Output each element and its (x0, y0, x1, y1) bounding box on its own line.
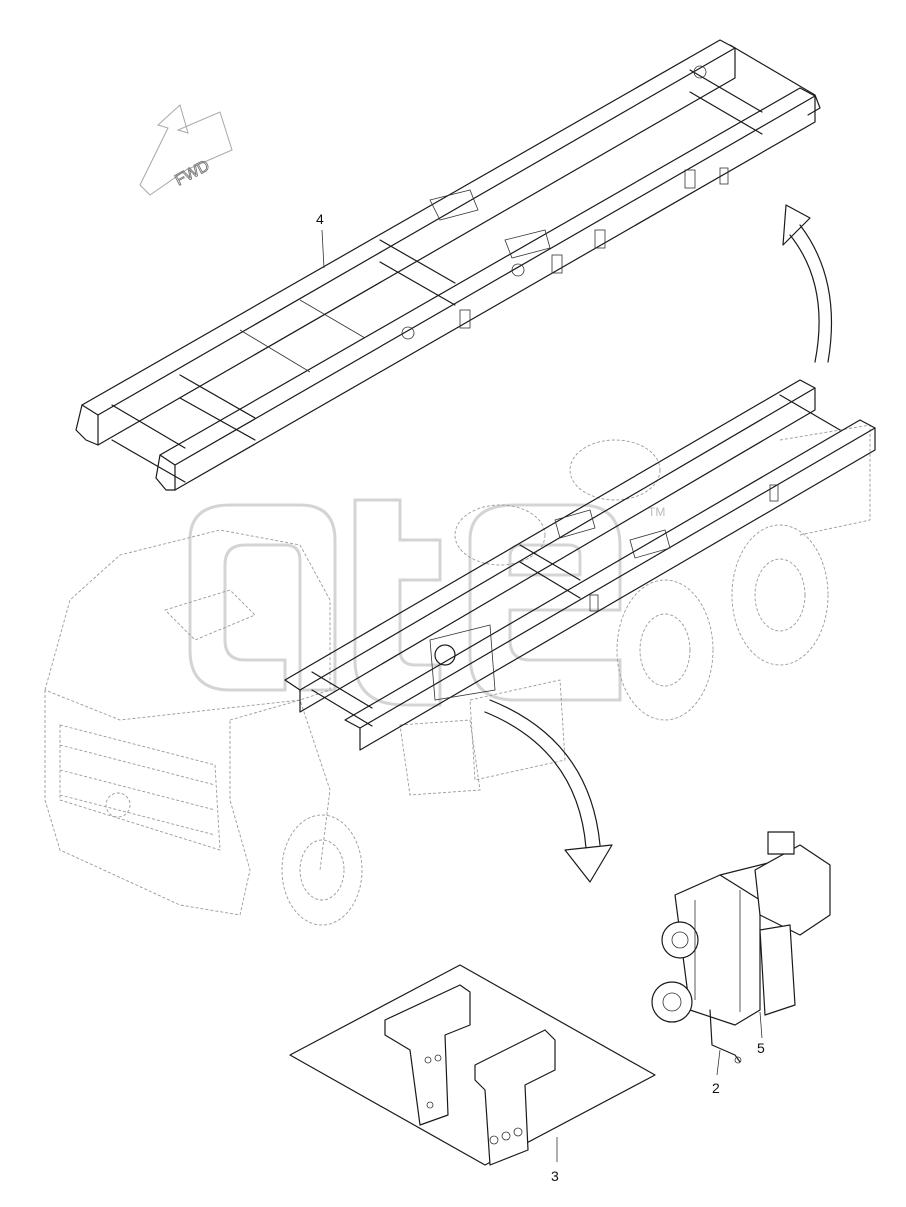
trademark-label: TM (648, 505, 665, 519)
callout-4: 4 (316, 211, 324, 227)
truck-ghost-outline (44, 424, 871, 926)
transfer-case-part (651, 831, 831, 1064)
chassis-assembled (284, 379, 876, 751)
curved-arrow-up-icon (782, 204, 833, 363)
chassis-frame-part (75, 39, 821, 491)
fwd-arrow-icon: FWD (139, 104, 233, 196)
leader-lines (321, 229, 763, 1162)
callout-3: 3 (551, 1168, 559, 1184)
bracket-set-part (289, 964, 656, 1166)
curved-arrow-down-icon (484, 699, 613, 883)
callout-5: 5 (757, 1040, 765, 1056)
watermark-logo: TM (188, 498, 665, 707)
callout-2: 2 (712, 1080, 720, 1096)
fwd-label: FWD (172, 157, 212, 189)
